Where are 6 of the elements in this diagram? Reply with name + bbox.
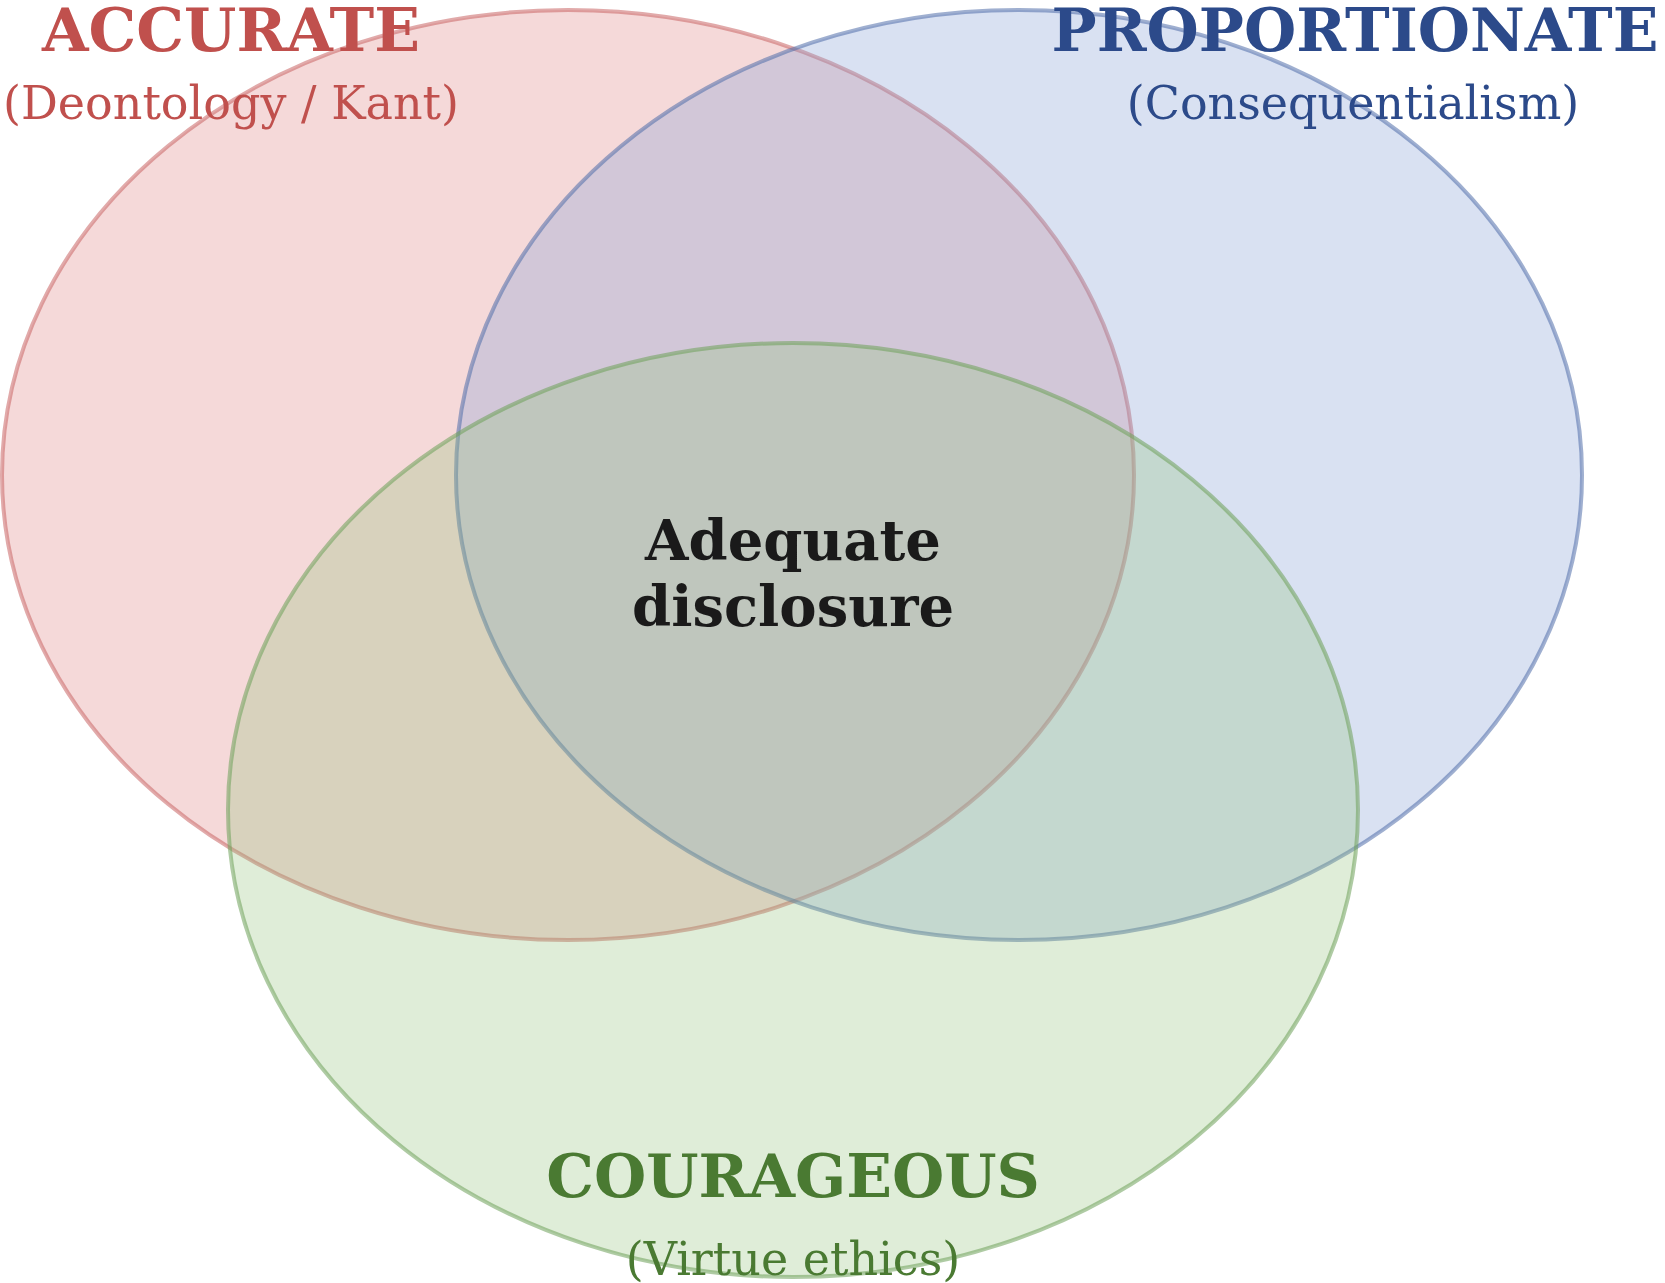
center-label: Adequate disclosure bbox=[593, 507, 993, 639]
set-heading: ACCURATE bbox=[42, 0, 420, 60]
set-subtitle: (Consequentialism) bbox=[1126, 78, 1580, 128]
set-heading: COURAGEOUS bbox=[546, 1146, 1040, 1206]
set-heading: PROPORTIONATE bbox=[1051, 0, 1659, 60]
set-subtitle: (Virtue ethics) bbox=[625, 1234, 961, 1283]
